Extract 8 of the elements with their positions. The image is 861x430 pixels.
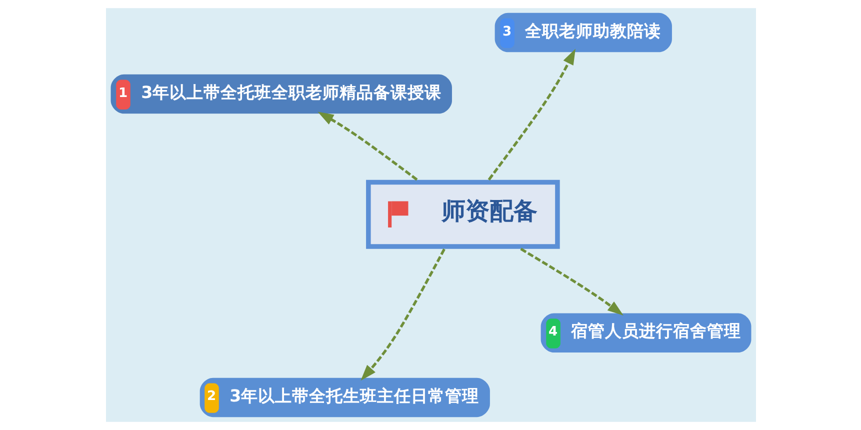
node-box: 3 全职老师助教陪读 <box>494 12 672 52</box>
arrow <box>360 248 445 381</box>
node-box: 2 3年以上带全托生班主任日常管理 <box>199 378 490 418</box>
arrow <box>317 112 418 181</box>
arrow <box>520 248 623 316</box>
arrow <box>487 48 576 181</box>
node-box: 4 宿管人员进行宿舍管理 <box>540 313 751 353</box>
node-box: 1 3年以上带全托班全职老师精品备课授课 <box>110 74 452 114</box>
